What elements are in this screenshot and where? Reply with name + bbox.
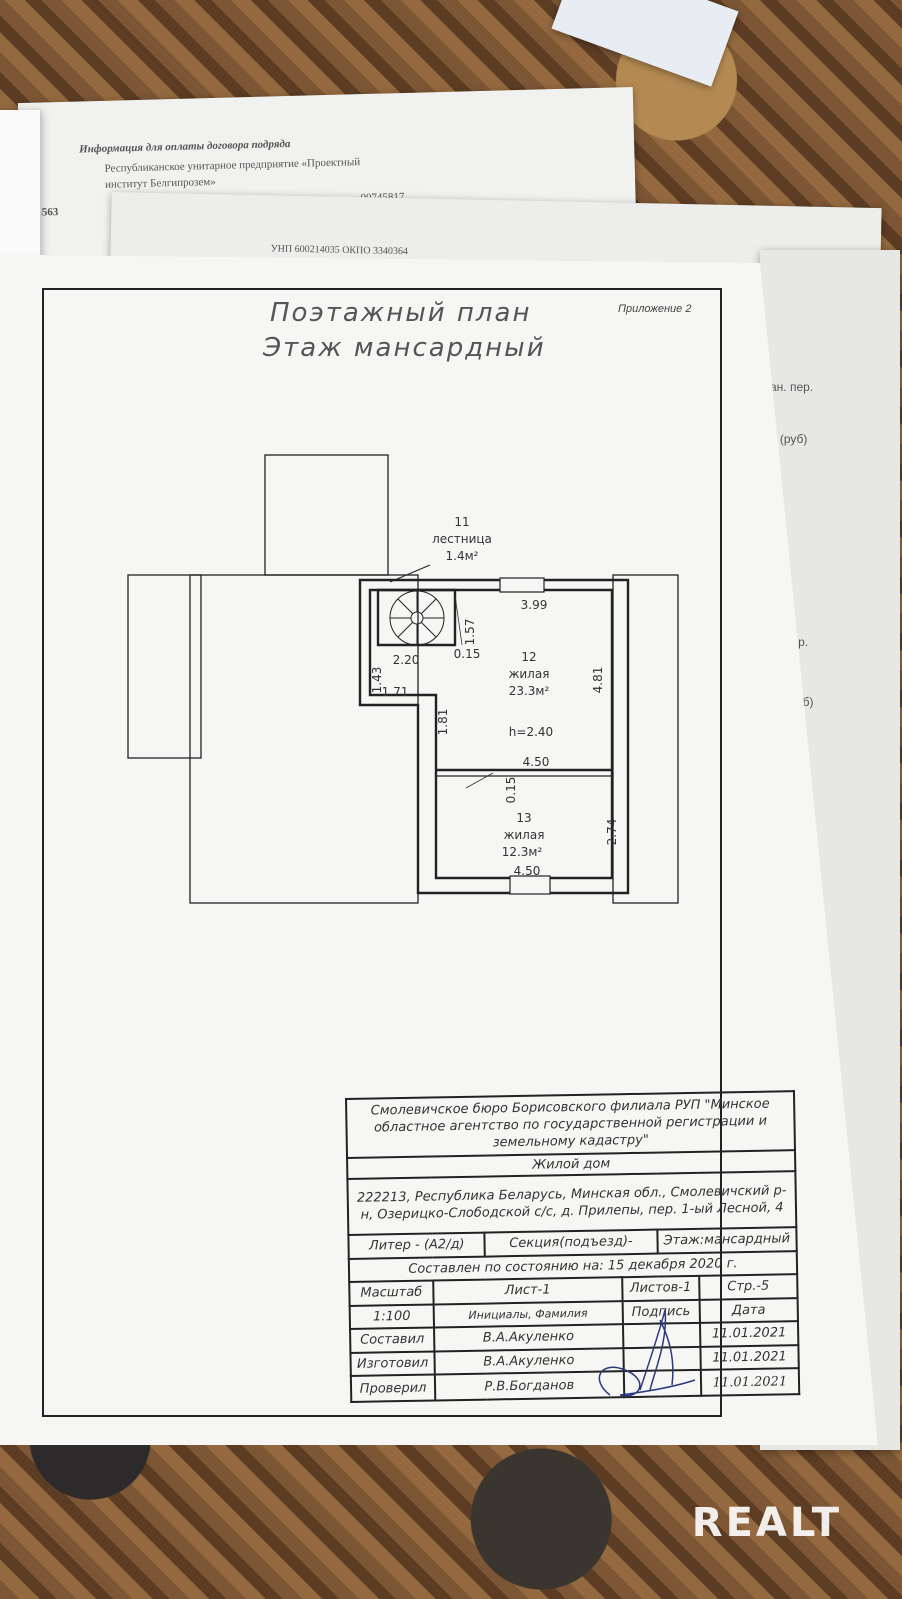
dim-274: 2.74 — [605, 819, 619, 846]
left-roof-area — [189, 574, 419, 904]
dim-143: 1.43 — [370, 667, 384, 694]
left-roof-part — [127, 574, 202, 759]
spiral-stair-icon — [389, 564, 445, 646]
dim-481: 4.81 — [591, 667, 605, 694]
floor-cell: Этаж:мансардный — [656, 1227, 797, 1254]
header-page: Стр.-5 — [699, 1274, 798, 1300]
dim-220: 2.20 — [393, 653, 420, 667]
row2-role: Изготовил — [350, 1351, 435, 1377]
room12-number: 12 — [521, 650, 536, 664]
plan-subtitle: Этаж мансардный — [263, 333, 546, 363]
attic-inner-wall — [368, 588, 614, 880]
row3-role: Проверил — [350, 1374, 436, 1402]
section-cell: Секция(подъезд)- — [484, 1229, 658, 1257]
roof-block — [264, 454, 389, 576]
room13-name: жилая — [504, 828, 545, 842]
right-roof-part — [612, 574, 679, 904]
dim-157: 1.57 — [463, 619, 477, 646]
dim-399: 3.99 — [521, 598, 548, 612]
appendix-label: Приложение 2 — [618, 303, 692, 315]
right-text-1: ан. пер. — [770, 380, 814, 394]
drawing-frame — [42, 288, 722, 1417]
scale-value: 1:100 — [349, 1304, 434, 1330]
room12-name: жилая — [509, 667, 550, 681]
room12-area: 23.3м² — [509, 684, 550, 698]
liter-cell: Литер - (А2/д) — [348, 1232, 486, 1259]
room12-height: h=2.40 — [509, 725, 553, 739]
floor-plan-sheet — [0, 255, 878, 1445]
room11-number: 11 — [454, 515, 469, 529]
dim-181: 1.81 — [436, 709, 450, 736]
header-scale: Масштаб — [349, 1280, 434, 1306]
dim-450a: 4.50 — [523, 755, 550, 769]
window-top — [499, 577, 545, 593]
window-bottom — [509, 875, 551, 895]
row1-role: Составил — [350, 1327, 435, 1353]
realt-watermark: REALT — [691, 1500, 842, 1546]
stair-box — [376, 588, 457, 647]
object-address: 222213, Республика Беларусь, Минская обл… — [347, 1171, 797, 1235]
attic-outer-wall — [358, 578, 630, 895]
room11-area: 1.4м² — [446, 549, 479, 563]
dim-015b: 0.15 — [504, 777, 518, 804]
title-block: Смолевичское бюро Борисовского филиала Р… — [345, 1090, 800, 1403]
handwritten-signature — [598, 1309, 696, 1397]
agency-name: Смолевичское бюро Борисовского филиала Р… — [346, 1091, 795, 1158]
header-sheets: Листов-1 — [621, 1275, 700, 1301]
room13-area: 12.3м² — [502, 845, 543, 859]
dim-450b: 4.50 — [514, 864, 541, 878]
room13-number: 13 — [516, 811, 531, 825]
dim-171: 1.71 — [382, 685, 409, 699]
room11-name: лестница — [432, 532, 492, 546]
plan-title: Поэтажный план — [270, 298, 532, 328]
dim-015a: 0.15 — [454, 647, 481, 661]
